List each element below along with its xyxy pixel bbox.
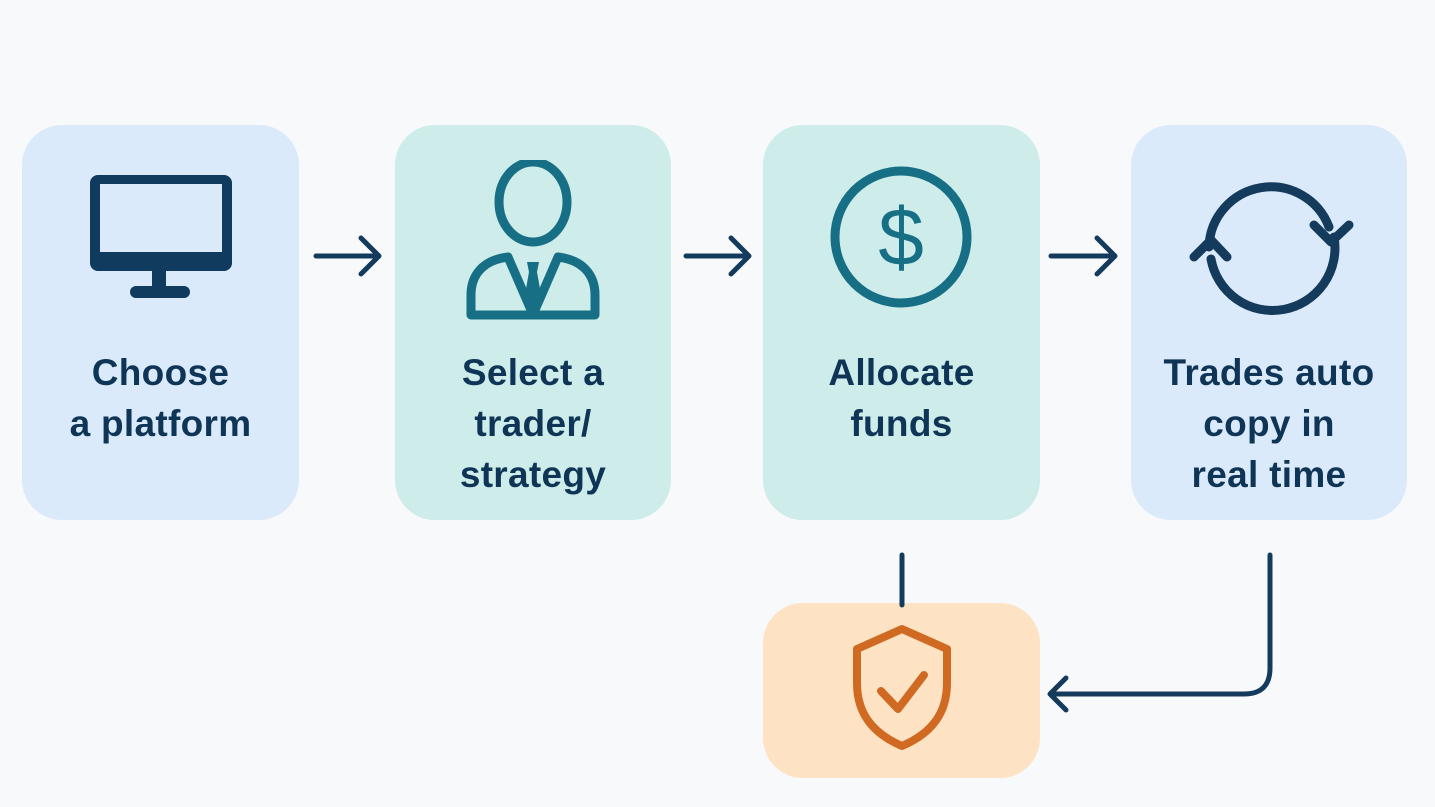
step-choose-platform: Choose a platform [22, 125, 299, 520]
step-auto-copy: Trades auto copy in real time [1131, 125, 1407, 520]
label-line: Choose [91, 352, 230, 393]
svg-text:$: $ [878, 192, 924, 283]
refresh-cycle-icon [1189, 182, 1354, 315]
label-line: a platform [69, 403, 252, 444]
arrow-right-icon [313, 235, 382, 277]
label-line: copy in [1203, 403, 1335, 444]
step-label: Select a trader/ strategy [395, 347, 671, 500]
label-line: strategy [459, 454, 607, 495]
label-line: Select a [461, 352, 605, 393]
shield-check-icon [853, 625, 951, 750]
return-arrow-icon [1047, 552, 1273, 713]
label-line: real time [1191, 454, 1347, 495]
step-allocate-funds: $ Allocate funds [763, 125, 1040, 520]
label-line: funds [850, 403, 953, 444]
arrow-right-icon [1048, 235, 1118, 277]
label-line: Allocate [828, 352, 975, 393]
step-select-trader: Select a trader/ strategy [395, 125, 671, 520]
label-line: Trades auto [1163, 352, 1375, 393]
step-label: Choose a platform [22, 347, 299, 449]
label-line: trader/ [474, 403, 592, 444]
dollar-coin-icon: $ [830, 166, 972, 308]
trader-icon [466, 160, 600, 320]
step-label: Trades auto copy in real time [1131, 347, 1407, 500]
monitor-icon [90, 175, 232, 298]
protection-box [763, 603, 1040, 778]
arrow-right-icon [683, 235, 752, 277]
step-label: Allocate funds [763, 347, 1040, 449]
